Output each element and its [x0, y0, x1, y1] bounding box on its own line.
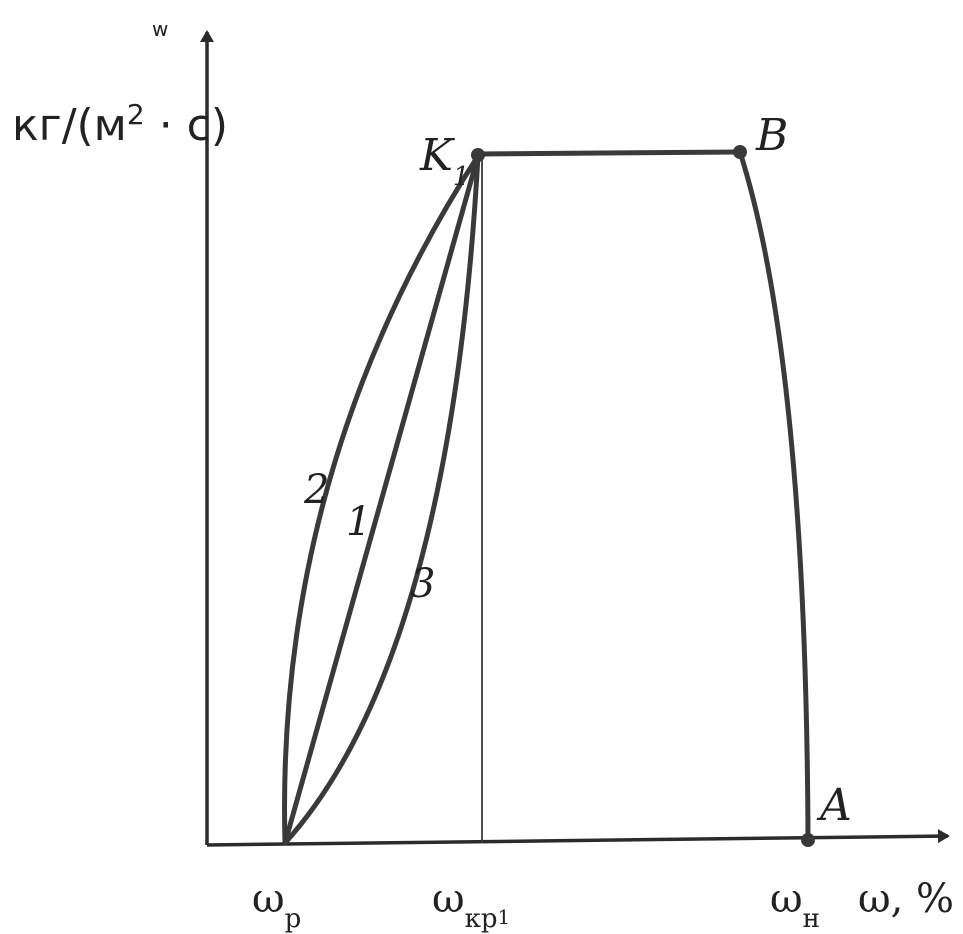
- point-b: [733, 145, 747, 159]
- curve-3-label: 3: [410, 561, 435, 607]
- curve-2: [282, 153, 481, 846]
- tick-wn: ωн: [770, 876, 820, 934]
- point-b-label: B: [755, 110, 788, 161]
- x-axis-unit: ω, %: [858, 876, 954, 922]
- x-axis: [206, 829, 950, 847]
- y-axis-unit: кг/(м2 · с): [12, 98, 228, 152]
- tick-wkr1: ωкр1: [432, 876, 510, 934]
- point-k1: [471, 148, 485, 162]
- curve-1: [282, 153, 481, 846]
- curve-3: [282, 153, 481, 846]
- point-a: [801, 833, 815, 847]
- curve-2-label: 2: [303, 467, 329, 513]
- curve-b-to-a: [737, 149, 811, 841]
- y-axis-symbol: w: [152, 17, 168, 41]
- curve-1-label: 1: [346, 499, 371, 545]
- constant-rate-segment: [475, 149, 743, 157]
- point-a-label: A: [816, 780, 852, 831]
- tick-wp: ωр: [252, 876, 301, 934]
- point-k1-label: K1: [419, 130, 469, 192]
